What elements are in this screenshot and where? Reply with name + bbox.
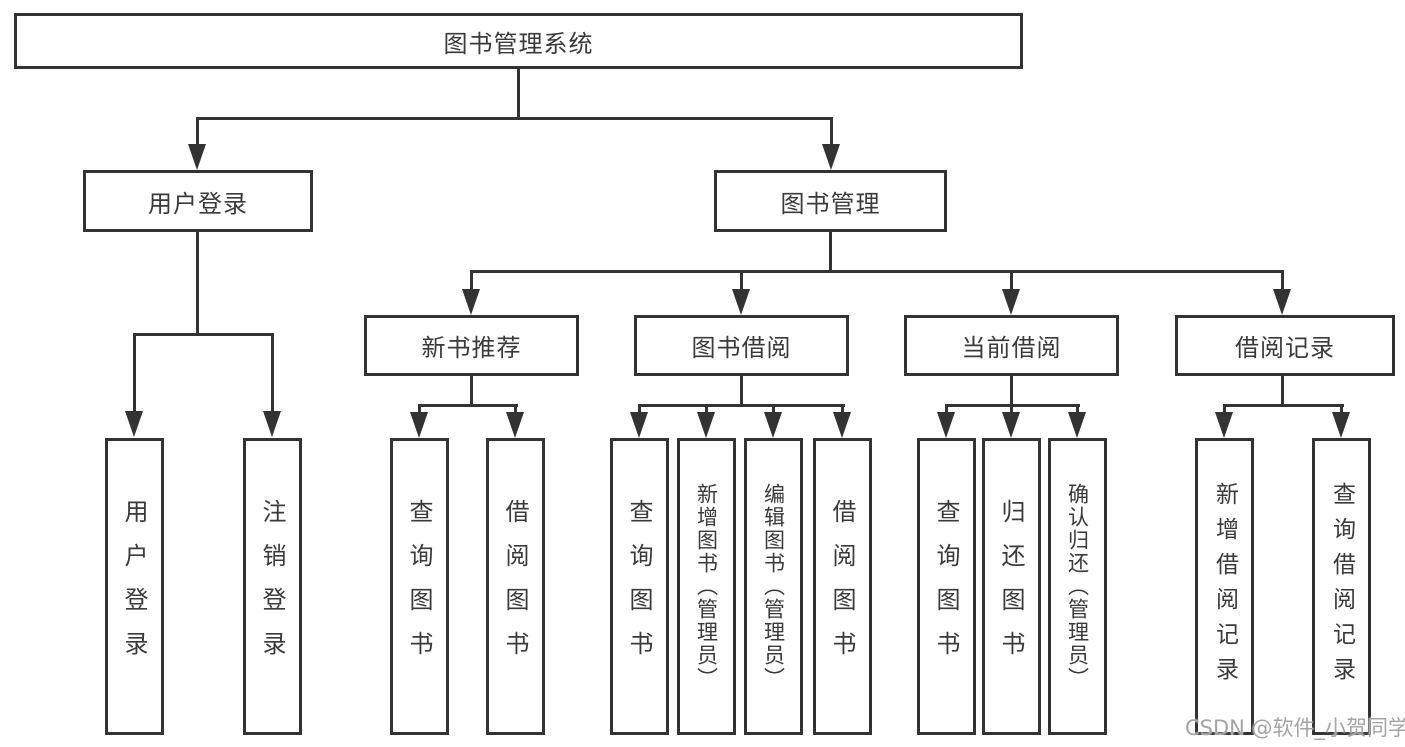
leaf-logout: 注销登录 [243,438,302,735]
connector-line [418,404,421,418]
node-root-label: 图书管理系统 [443,29,594,58]
arrowhead-icon [410,412,428,438]
connector-line [517,69,520,119]
arrowhead-icon [506,412,524,438]
connector-line [1010,270,1013,293]
watermark: CSDN @软件_小贺同学 [1185,716,1405,740]
arrowhead-icon [937,412,955,438]
leaf-label: 查询图书 [932,498,960,675]
arrowhead-icon [833,412,851,438]
node-new-book-recommend: 新书推荐 [364,315,579,376]
node-borrow-records: 借阅记录 [1175,315,1395,376]
connector-line [1076,404,1079,418]
arrowhead-icon [263,411,281,437]
connector-line [638,404,845,407]
leaf-label: 新增图书（管理员） [694,483,719,690]
leaf-label: 新增借阅记录 [1211,481,1238,692]
leaf-borrow-books: 借阅图书 [813,438,872,735]
leaf-query-borrow-record: 查询借阅记录 [1312,438,1371,735]
leaf-label: 归还图书 [997,498,1025,675]
leaf-query-books: 查询图书 [917,438,976,735]
arrowhead-icon [732,289,750,315]
leaf-borrow-books: 借阅图书 [486,438,545,735]
connector-line [470,270,473,293]
connector-line [1010,376,1013,406]
connector-line [1223,404,1344,407]
node-label: 图书借阅 [691,334,792,362]
connector-line [1281,270,1284,293]
arrowhead-icon [1215,412,1233,438]
connector-line [1010,404,1013,418]
arrowhead-icon [697,412,715,438]
leaf-return-books: 归还图书 [982,438,1041,735]
connector-line [133,333,274,336]
node-user-login: 用户登录 [83,170,313,232]
connector-line [196,232,199,335]
arrowhead-icon [822,144,840,170]
node-label: 图书管理 [780,189,881,218]
arrowhead-icon [630,412,648,438]
connector-line [740,270,743,293]
leaf-add-borrow-record: 新增借阅记录 [1195,438,1254,735]
connector-line [841,404,844,418]
node-label: 当前借阅 [961,334,1062,362]
connector-line [1340,404,1343,418]
node-current-borrowing: 当前借阅 [904,315,1119,376]
connector-line [772,404,775,418]
leaf-label: 注销登录 [258,498,286,675]
leaf-user-login: 用户登录 [105,438,164,735]
connector-line [418,404,518,407]
connector-line [1281,376,1284,406]
leaf-label: 借阅图书 [501,498,529,675]
leaf-query-books: 查询图书 [390,438,449,735]
connector-line [470,270,1284,273]
arrowhead-icon [1002,289,1020,315]
connector-line [514,404,517,418]
leaf-label: 编辑图书（管理员） [761,483,786,690]
leaf-edit-books-admin: 编辑图书（管理员） [744,438,803,735]
leaf-label: 查询图书 [405,498,433,675]
node-book-management: 图书管理 [714,170,947,232]
arrowhead-icon [1068,412,1086,438]
connector-line [829,232,832,273]
connector-line [740,376,743,406]
arrowhead-icon [764,412,782,438]
arrowhead-icon [462,289,480,315]
leaf-label: 查询图书 [625,498,653,675]
arrowhead-icon [1332,412,1350,438]
leaf-label: 用户登录 [120,498,148,675]
connector-line [638,404,641,418]
connector-line [470,376,473,406]
leaf-confirm-return-admin: 确认归还（管理员） [1048,438,1107,735]
node-label: 用户登录 [148,189,248,218]
connector-line [196,117,833,120]
connector-line [133,333,136,415]
leaf-add-books-admin: 新增图书（管理员） [677,438,736,735]
leaf-label: 确认归还（管理员） [1065,483,1090,690]
node-root-library-system: 图书管理系统 [14,13,1023,69]
connector-line [705,404,708,418]
arrowhead-icon [1273,289,1291,315]
arrowhead-icon [1002,412,1020,438]
connector-line [945,404,948,418]
arrowhead-icon [188,144,206,170]
leaf-label: 查询借阅记录 [1328,481,1355,692]
node-label: 新书推荐 [421,334,522,362]
connector-line [830,117,833,149]
node-label: 借阅记录 [1235,334,1335,362]
leaf-query-books: 查询图书 [610,438,669,735]
connector-line [271,333,274,415]
connector-line [196,117,199,149]
leaf-label: 借阅图书 [828,498,856,675]
arrowhead-icon [125,411,143,437]
connector-line [1223,404,1226,418]
node-book-borrowing: 图书借阅 [634,315,849,376]
